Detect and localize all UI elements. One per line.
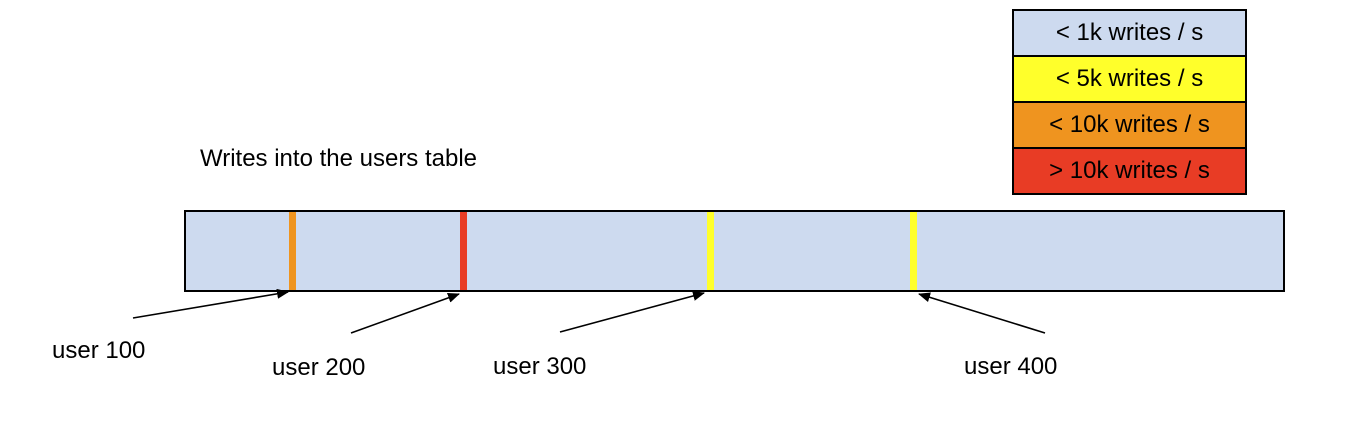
legend-item-label: > 10k writes / s (1049, 157, 1210, 184)
hotspot-stripe-user-100 (289, 212, 296, 290)
users-table-bar (184, 210, 1285, 292)
arrow-user-400 (918, 292, 1046, 334)
legend-item-lt-5k: < 5k writes / s (1012, 55, 1247, 103)
label-user-200: user 200 (272, 354, 366, 381)
legend-item-label: < 5k writes / s (1055, 65, 1204, 92)
diagram-title: Writes into the users table (200, 145, 478, 172)
hotspot-stripe-user-200 (460, 212, 467, 290)
arrow-user-200 (350, 293, 460, 334)
legend-item-gt-10k: > 10k writes / s (1012, 147, 1247, 195)
legend-item-label: < 10k writes / s (1049, 111, 1210, 138)
arrow-user-300 (559, 291, 705, 333)
legend: < 1k writes / s < 5k writes / s < 10k wr… (1012, 9, 1247, 195)
label-user-400: user 400 (964, 353, 1058, 380)
label-user-100: user 100 (52, 337, 146, 364)
label-user-300: user 300 (493, 353, 587, 380)
hotspot-stripe-user-300 (707, 212, 714, 290)
hotspot-stripe-user-400 (910, 212, 917, 290)
legend-item-lt-10k: < 10k writes / s (1012, 101, 1247, 149)
legend-item-label: < 1k writes / s (1055, 19, 1204, 46)
legend-item-lt-1k: < 1k writes / s (1012, 9, 1247, 57)
arrow-user-100 (132, 288, 289, 319)
